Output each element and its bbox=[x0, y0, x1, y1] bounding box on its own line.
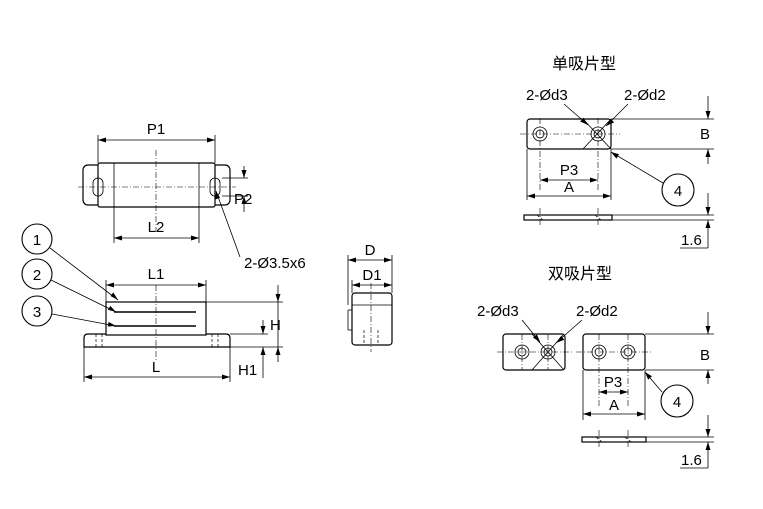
side-view bbox=[347, 283, 393, 352]
dim-d: D bbox=[347, 242, 393, 305]
single-callout-4-label: 4 bbox=[674, 183, 682, 200]
label-double-thickness: 1.6 bbox=[681, 452, 702, 469]
label-double-a: A bbox=[609, 397, 619, 414]
front-view bbox=[83, 285, 231, 360]
label-double-d2: 2-Ød2 bbox=[576, 303, 618, 320]
single-d2-leader: 2-Ød2 bbox=[605, 87, 666, 127]
dim-d1: D1 bbox=[351, 267, 392, 293]
callout-3-label: 3 bbox=[33, 304, 41, 321]
double-callout-4: 4 bbox=[644, 371, 694, 418]
callout-1-label: 1 bbox=[33, 232, 41, 249]
double-plate-right-view bbox=[576, 333, 652, 408]
single-dim-b: B bbox=[611, 96, 714, 164]
single-dim-a: A bbox=[526, 149, 612, 200]
label-single-d2: 2-Ød2 bbox=[624, 87, 666, 104]
dim-p2: P2 bbox=[222, 166, 252, 212]
top-view bbox=[78, 150, 236, 232]
title-double-plate: 双吸片型 bbox=[548, 264, 612, 283]
callout-2-label: 2 bbox=[33, 267, 41, 284]
double-dim-a: A bbox=[582, 370, 646, 420]
label-p2: P2 bbox=[234, 191, 252, 208]
double-d3-leader: 2-Ød3 bbox=[477, 303, 541, 343]
double-dim-b: B bbox=[645, 312, 714, 384]
dim-p1: P1 bbox=[97, 121, 216, 163]
callout-1: 1 bbox=[21, 223, 119, 301]
single-d3-leader: 2-Ød3 bbox=[526, 87, 589, 126]
double-d2-leader: 2-Ød2 bbox=[555, 303, 618, 344]
double-callout-4-label: 4 bbox=[673, 394, 681, 411]
label-h1: H1 bbox=[238, 362, 257, 379]
label-l2: L2 bbox=[148, 219, 165, 236]
double-dim-p3: P3 bbox=[599, 374, 628, 395]
dim-h: H bbox=[206, 285, 283, 362]
single-dim-thickness: 1.6 bbox=[612, 193, 714, 249]
label-single-p3: P3 bbox=[560, 162, 578, 179]
label-l1: L1 bbox=[148, 266, 165, 283]
single-plate-view bbox=[520, 118, 620, 190]
double-plate-section bbox=[581, 430, 647, 448]
label-d: D bbox=[365, 242, 376, 259]
dim-h1: H1 bbox=[230, 320, 268, 379]
single-dim-p3: P3 bbox=[540, 162, 598, 183]
label-double-b: B bbox=[700, 347, 710, 364]
label-l: L bbox=[152, 359, 160, 376]
label-h: H bbox=[270, 317, 281, 334]
dim-l2: L2 bbox=[113, 207, 200, 243]
single-plate-section bbox=[523, 208, 613, 226]
single-callout-4: 4 bbox=[610, 151, 695, 207]
callout-3: 3 bbox=[21, 295, 117, 327]
label-single-a: A bbox=[564, 179, 574, 196]
dim-l1: L1 bbox=[105, 266, 207, 302]
dim-l: L bbox=[83, 347, 231, 382]
label-single-b: B bbox=[700, 126, 710, 143]
double-plate-left-view bbox=[497, 333, 572, 371]
label-single-d3: 2-Ød3 bbox=[526, 87, 568, 104]
label-p1: P1 bbox=[147, 121, 165, 138]
label-double-p3: P3 bbox=[604, 374, 622, 391]
label-d1: D1 bbox=[362, 267, 381, 284]
title-single-plate: 单吸片型 bbox=[552, 54, 616, 73]
double-dim-thickness: 1.6 bbox=[646, 415, 714, 469]
leader-hole-spec: 2-Ø3.5x6 bbox=[215, 190, 306, 272]
label-hole-spec: 2-Ø3.5x6 bbox=[244, 255, 306, 272]
label-double-d3: 2-Ød3 bbox=[477, 303, 519, 320]
label-single-thickness: 1.6 bbox=[681, 232, 702, 249]
callout-2: 2 bbox=[21, 258, 117, 313]
